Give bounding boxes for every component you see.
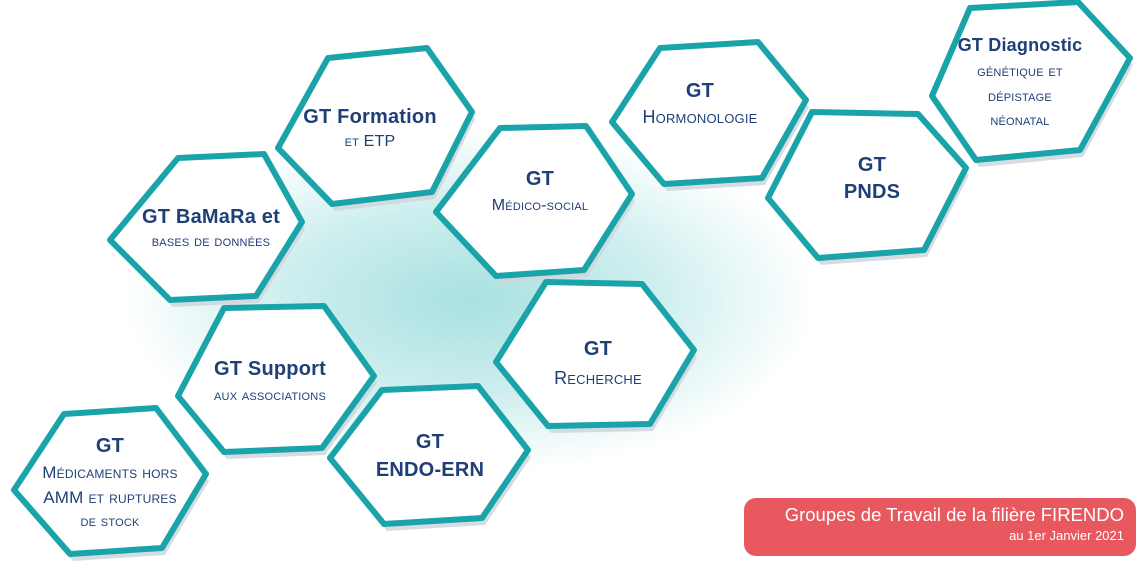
hexagon-support (175, 303, 377, 459)
hexagon-outline (275, 45, 475, 207)
medicaments-line4: de stock (80, 513, 140, 531)
medico-line1: GT (525, 168, 555, 190)
hexagon-outline (107, 151, 305, 303)
label-gt-formation: GT Formation et ETP (290, 104, 450, 153)
label-gt-endo-ern: GT ENDO-ERN (350, 428, 510, 484)
hexagon-hormonologie (609, 39, 809, 191)
hexagon-bamara (107, 151, 305, 307)
label-gt-support: GT Support aux associations (190, 355, 350, 407)
diagnostic-line1: GT Diagnostic (957, 35, 1083, 55)
legend-subtitle: au 1er Janvier 2021 (1009, 528, 1124, 543)
formation-line1: GT Formation (303, 106, 437, 128)
endo-line2: ENDO-ERN (375, 459, 485, 481)
pnds-line2: PNDS (843, 181, 901, 203)
label-gt-pnds: GT PNDS (792, 152, 952, 206)
diagnostic-line3: dépistage (988, 87, 1052, 105)
label-gt-diagnostic: GT Diagnostic génétique et dépistage néo… (940, 32, 1100, 134)
hexagon-diagnostic (929, 0, 1133, 167)
hexagon-endo (327, 383, 531, 531)
support-line1: GT Support (214, 358, 326, 380)
hormonologie-line2: Hormonologie (642, 107, 758, 127)
hexagon-outline (175, 303, 377, 455)
hexagon-outline (929, 0, 1133, 163)
hexagon-outline (609, 39, 809, 187)
medico-line2: Médico-social (491, 197, 589, 214)
hexagon-outline (493, 279, 697, 429)
hexagon-outline (433, 123, 635, 279)
diagnostic-line2: génétique et (977, 62, 1063, 80)
endo-line1: GT (415, 431, 445, 453)
label-gt-medico-social: GT Médico-social (460, 164, 620, 218)
legend-box: Groupes de Travail de la filière FIRENDO… (744, 498, 1136, 556)
support-line2: aux associations (214, 387, 326, 404)
medicaments-line1: GT (95, 435, 125, 457)
hexagon-formation (275, 45, 475, 211)
pnds-line1: GT (857, 154, 887, 176)
bamara-line2: bases de données (151, 233, 271, 250)
label-gt-hormonologie: GT Hormonologie (620, 78, 780, 129)
hormonologie-line1: GT (685, 80, 715, 102)
recherche-line1: GT (583, 338, 613, 360)
hexagon-outline (765, 109, 969, 261)
label-gt-medicaments: GT Médicaments hors AMM et ruptures de s… (28, 432, 192, 533)
hexagon-pnds (765, 109, 969, 265)
medicaments-line2: Médicaments hors (42, 463, 178, 482)
hexagon-outline (11, 405, 209, 557)
formation-line2: et ETP (344, 133, 396, 150)
hexagon-medico (433, 123, 635, 283)
hexagon-recherche (493, 279, 697, 433)
legend-title: Groupes de Travail de la filière FIRENDO (784, 504, 1124, 525)
medicaments-line3: AMM et ruptures (43, 487, 177, 507)
label-gt-recherche: GT Recherche (518, 334, 678, 393)
recherche-line2: Recherche (554, 368, 642, 388)
label-gt-bamara: GT BaMaRa et bases de données (126, 204, 296, 253)
diagnostic-line4: néonatal (990, 112, 1050, 130)
bamara-line1: GT BaMaRa et (142, 206, 280, 228)
hexagon-outline (327, 383, 531, 527)
hexagon-medicaments (11, 405, 209, 561)
